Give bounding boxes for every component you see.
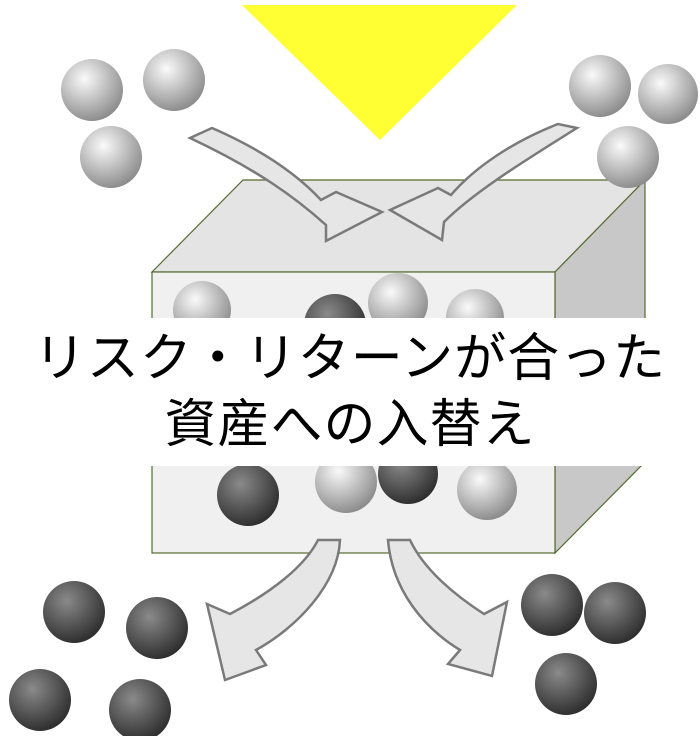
incoming-spheres-right bbox=[569, 55, 698, 188]
light-sphere-icon bbox=[569, 55, 631, 117]
outgoing-right-arrow-icon bbox=[386, 538, 509, 678]
incoming-spheres-left bbox=[61, 49, 205, 188]
light-sphere-icon bbox=[143, 49, 205, 111]
caption-line-2: 資産への入替え bbox=[164, 395, 536, 455]
light-sphere-icon bbox=[315, 451, 377, 513]
light-sphere-icon bbox=[80, 126, 142, 188]
dark-sphere-icon bbox=[109, 679, 171, 736]
dark-sphere-icon bbox=[43, 581, 105, 643]
outgoing-left-arrow-icon bbox=[205, 538, 342, 682]
light-sphere-icon bbox=[638, 64, 698, 124]
light-sphere-icon bbox=[457, 460, 517, 520]
dark-sphere-icon bbox=[217, 464, 279, 526]
outgoing-spheres-right bbox=[521, 574, 646, 715]
dark-sphere-icon bbox=[126, 597, 188, 659]
dark-sphere-icon bbox=[584, 582, 646, 644]
dark-sphere-icon bbox=[9, 669, 71, 731]
dark-sphere-icon bbox=[521, 574, 583, 636]
outgoing-spheres-left bbox=[9, 581, 188, 736]
caption-band: リスク・リターンが合った 資産への入替え bbox=[0, 318, 700, 466]
incoming-left-arrow-icon bbox=[187, 126, 385, 244]
dark-sphere-icon bbox=[535, 653, 597, 715]
light-sphere-icon bbox=[61, 59, 123, 121]
incoming-right-arrow-icon bbox=[387, 122, 581, 243]
caption-line-1: リスク・リターンが合った bbox=[33, 329, 667, 389]
light-sphere-icon bbox=[597, 126, 659, 188]
spotlight-triangle-icon bbox=[242, 5, 517, 140]
